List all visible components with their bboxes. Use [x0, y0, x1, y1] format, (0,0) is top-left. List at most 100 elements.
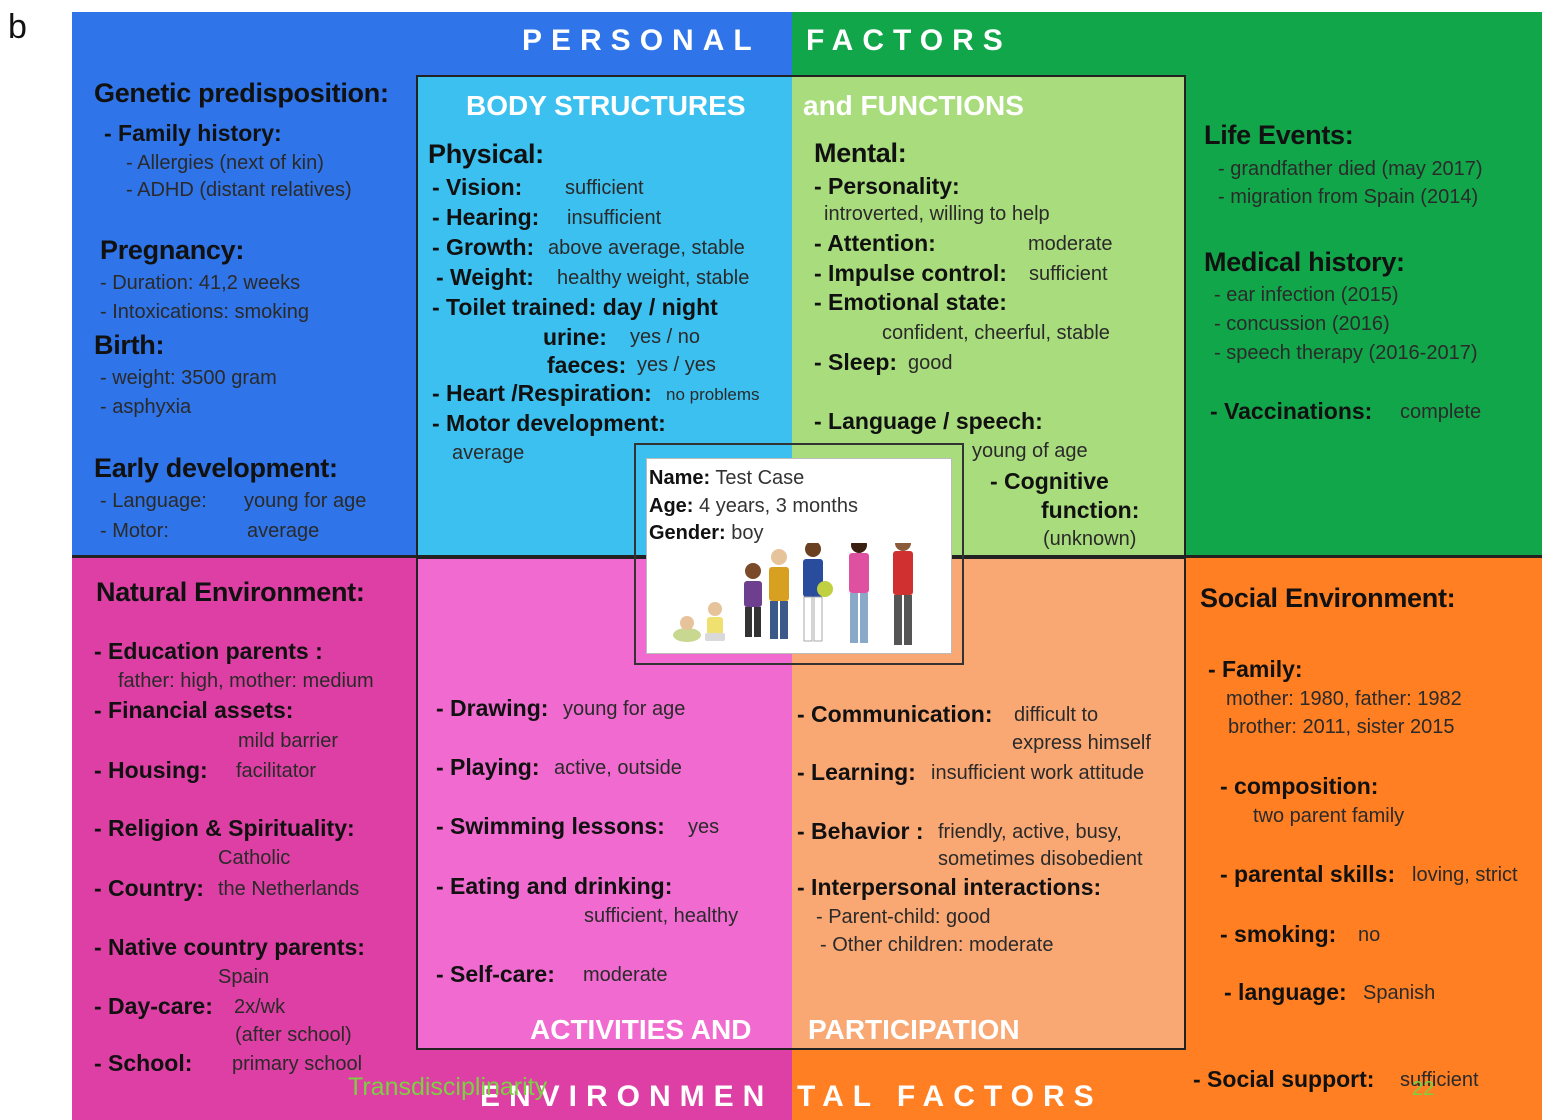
religion-label: - Religion & Spirituality:	[94, 815, 355, 841]
playing-label: - Playing:	[436, 754, 540, 780]
early-language-label: - Language:	[100, 490, 207, 512]
cognitive-value: (unknown)	[1043, 528, 1137, 550]
vision-label: - Vision:	[432, 174, 523, 200]
attention-label: - Attention:	[814, 230, 936, 256]
watermark-text: Transdisciplinarity	[348, 1073, 548, 1101]
education-value: father: high, mother: medium	[118, 670, 374, 692]
communication-value-2: express himself	[1012, 732, 1151, 754]
learning-value: insufficient work attitude	[931, 762, 1145, 784]
financial-label: - Financial assets:	[94, 697, 294, 723]
financial-value: mild barrier	[238, 730, 339, 752]
children-growth-illustration	[673, 543, 913, 645]
vaccinations-label: - Vaccinations:	[1210, 398, 1373, 424]
heart-label: - Heart /Respiration:	[432, 380, 652, 406]
native-country-label: - Native country parents:	[94, 934, 365, 960]
urine-value: yes / no	[630, 326, 701, 348]
education-label: - Education parents :	[94, 638, 323, 664]
eating-label: - Eating and drinking:	[436, 873, 673, 899]
parent-child-text: - Parent-child: good	[816, 906, 991, 928]
grandfather-text: - grandfather died (may 2017)	[1218, 158, 1483, 180]
social-language-label: - language:	[1224, 979, 1347, 1005]
school-label: - School:	[94, 1050, 193, 1076]
name-label: Name:	[649, 467, 711, 489]
urine-label: urine:	[543, 324, 607, 350]
religion-value: Catholic	[218, 847, 291, 869]
family-history-label: - Family history:	[104, 120, 282, 146]
language-speech-value: young of age	[972, 440, 1088, 462]
banner-participation: PARTICIPATION	[808, 1014, 1020, 1045]
composition-label: - composition:	[1220, 773, 1379, 799]
adhd-text: - ADHD (distant relatives)	[126, 179, 352, 201]
hearing-value: insufficient	[567, 207, 662, 229]
cognitive-label: - Cognitive	[990, 468, 1109, 494]
language-speech-label: - Language / speech:	[814, 408, 1043, 434]
behavior-label: - Behavior :	[797, 818, 924, 844]
pregnancy-title: Pregnancy:	[100, 235, 245, 265]
medical-history-title: Medical history:	[1204, 247, 1405, 277]
migration-text: - migration from Spain (2014)	[1218, 186, 1479, 208]
name-line: Name: Test Case	[649, 467, 804, 490]
sleep-label: - Sleep:	[814, 349, 898, 375]
natural-environment-title: Natural Environment:	[96, 577, 365, 607]
asphyxia-text: - asphyxia	[100, 396, 192, 418]
daycare-label: - Day-care:	[94, 993, 213, 1019]
motor-development-value: average	[452, 442, 525, 464]
age-label: Age:	[649, 495, 694, 517]
allergies-text: - Allergies (next of kin)	[126, 152, 324, 174]
parental-skills-value: loving, strict	[1412, 864, 1518, 886]
early-motor-label: - Motor:	[100, 520, 169, 542]
swimming-label: - Swimming lessons:	[436, 813, 665, 839]
parental-skills-label: - parental skills:	[1220, 861, 1396, 887]
composition-value: two parent family	[1253, 805, 1405, 827]
interpersonal-label: - Interpersonal interactions:	[797, 874, 1102, 900]
native-country-value: Spain	[218, 966, 270, 988]
genetic-title: Genetic predisposition:	[94, 78, 389, 108]
birth-weight-text: - weight: 3500 gram	[100, 367, 277, 389]
age-value: 4 years, 3 months	[699, 495, 858, 517]
behavior-value-2: sometimes disobedient	[938, 848, 1143, 870]
early-language-value: young for age	[244, 490, 367, 512]
weight-label: - Weight:	[436, 264, 534, 290]
banner-and-functions: and FUNCTIONS	[803, 90, 1024, 121]
gender-value: boy	[731, 522, 764, 544]
birth-title: Birth:	[94, 330, 165, 360]
drawing-value: young for age	[563, 698, 686, 720]
heart-value: no problems	[666, 385, 760, 404]
emotional-value: confident, cheerful, stable	[882, 322, 1110, 344]
early-development-title: Early development:	[94, 453, 338, 483]
impulse-value: sufficient	[1029, 263, 1108, 285]
eating-value: sufficient, healthy	[584, 905, 739, 927]
vision-value: sufficient	[565, 177, 644, 199]
speech-therapy-text: - speech therapy (2016-2017)	[1214, 342, 1478, 364]
concussion-text: - concussion (2016)	[1214, 313, 1390, 335]
personality-value: introverted, willing to help	[824, 203, 1050, 225]
learning-label: - Learning:	[797, 759, 916, 785]
banner-activities-and: ACTIVITIES AND	[530, 1014, 752, 1045]
name-value: Test Case	[715, 467, 805, 489]
daycare-value: 2x/wk	[234, 996, 286, 1018]
family-label: - Family:	[1208, 656, 1303, 682]
gender-line: Gender: boy	[649, 522, 764, 545]
page-number: 22	[1412, 1078, 1435, 1100]
communication-label: - Communication:	[797, 701, 993, 727]
banner-personal: PERSONAL	[522, 24, 761, 57]
life-events-title: Life Events:	[1204, 120, 1354, 150]
school-value: primary school	[232, 1053, 363, 1075]
banner-environ: ENVIRONMEN	[480, 1080, 774, 1113]
age-line: Age: 4 years, 3 months	[649, 495, 858, 518]
intoxications-text: - Intoxications: smoking	[100, 301, 309, 323]
growth-label: - Growth:	[432, 234, 535, 260]
faeces-label: faeces:	[547, 352, 627, 378]
attention-value: moderate	[1028, 233, 1113, 255]
figure-label: b	[8, 8, 27, 46]
communication-value: difficult to	[1014, 704, 1099, 726]
growth-value: above average, stable	[548, 237, 745, 259]
profile-card-frame	[634, 443, 964, 665]
motor-development-label: - Motor development:	[432, 410, 666, 436]
social-environment-title: Social Environment:	[1200, 583, 1456, 613]
social-language-value: Spanish	[1363, 982, 1436, 1004]
weight-value: healthy weight, stable	[557, 267, 750, 289]
impulse-label: - Impulse control:	[814, 260, 1007, 286]
housing-value: facilitator	[236, 760, 317, 782]
country-label: - Country:	[94, 875, 204, 901]
